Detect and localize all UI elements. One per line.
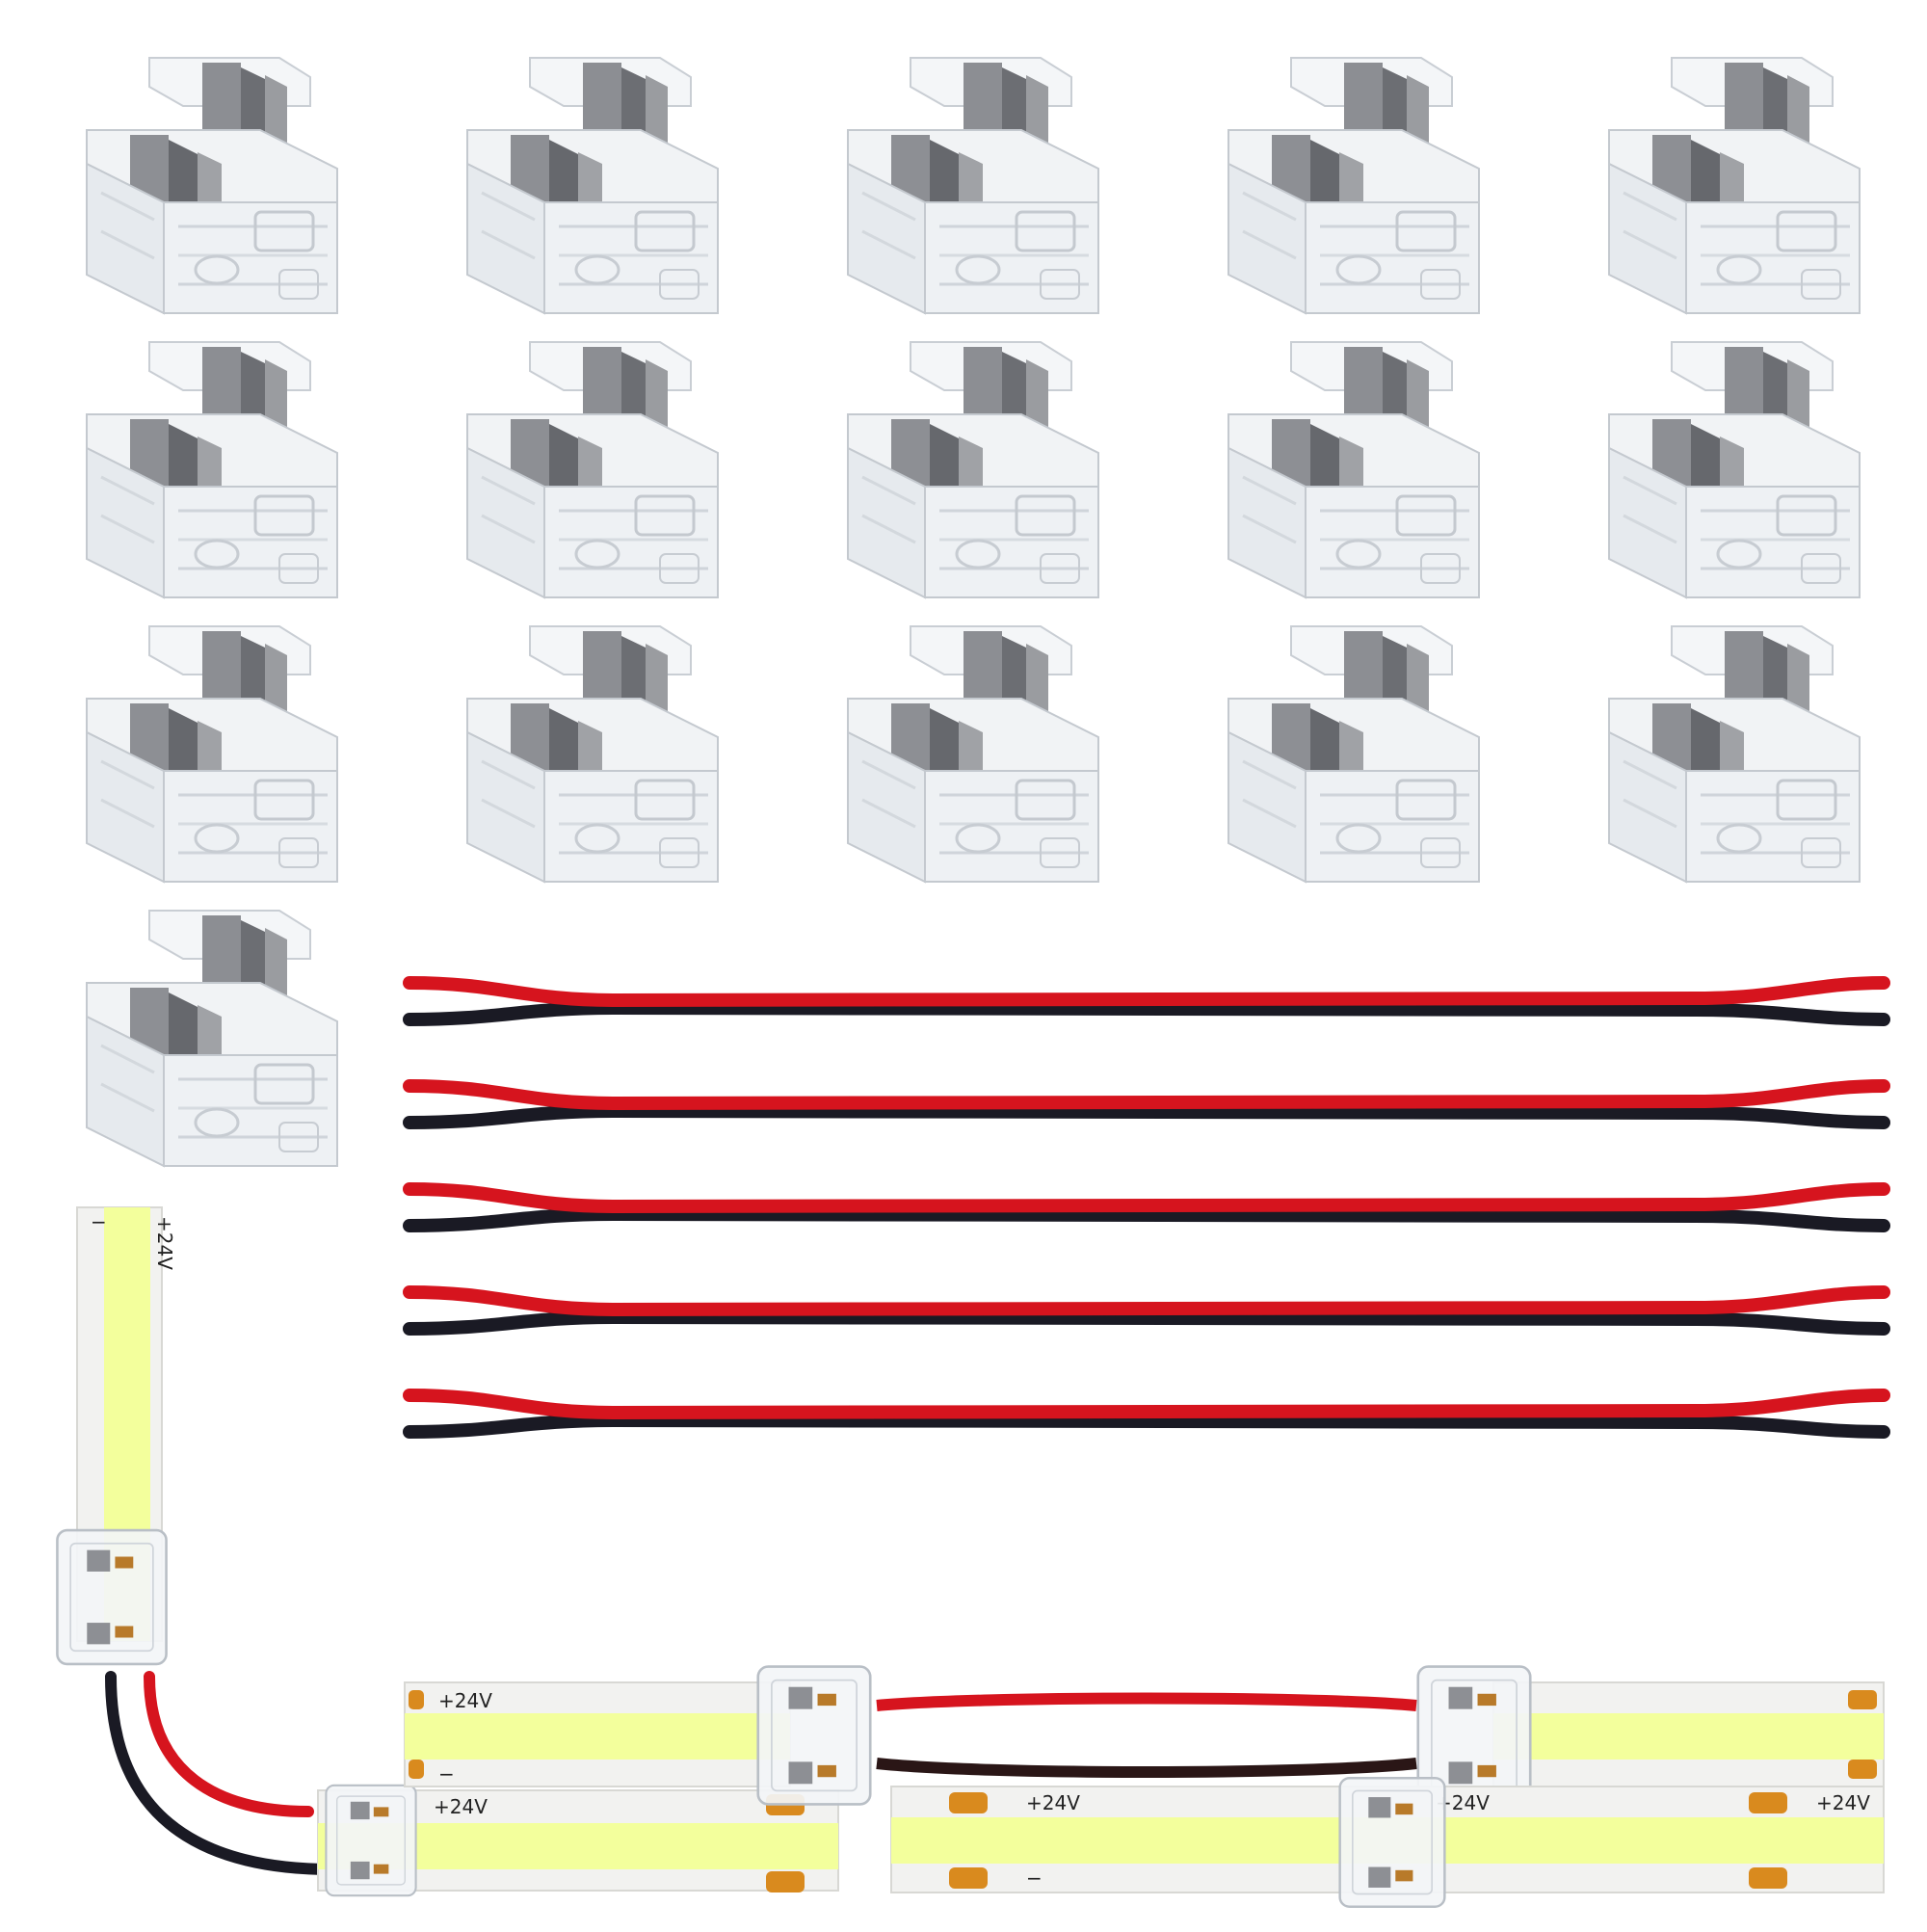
extension-wires xyxy=(403,976,1890,1439)
connector-clip xyxy=(1227,56,1481,315)
wire-negative xyxy=(403,1103,1890,1129)
connector-clip xyxy=(1607,56,1861,315)
wire-positive xyxy=(403,1182,1890,1214)
jumper-left-positive-label: +24V xyxy=(438,1689,492,1712)
extension-wire-pair xyxy=(403,1389,1890,1439)
connector-clip xyxy=(85,56,339,315)
connector-clip xyxy=(1227,340,1481,599)
wire-negative xyxy=(403,1000,1890,1026)
connector-clip xyxy=(846,56,1100,315)
wire-negative xyxy=(403,1310,1890,1336)
wire-positive xyxy=(403,1079,1890,1111)
connector-clip xyxy=(465,624,720,884)
jumper-connector-left xyxy=(756,1664,872,1807)
wire-negative xyxy=(403,1413,1890,1439)
connector-clip xyxy=(1227,624,1481,884)
connector-clip xyxy=(85,340,339,599)
straight-joint-connector xyxy=(1337,1776,1447,1909)
connector-clip xyxy=(846,624,1100,884)
extension-wire-pair xyxy=(403,1079,1890,1129)
connector-clip xyxy=(1607,624,1861,884)
corner-assembly: − +24V +24V xyxy=(56,1206,839,1897)
corner-connector-vertical xyxy=(56,1528,168,1666)
connector-clip xyxy=(846,340,1100,599)
straight-joint-assembly: +24V +24V +24V − xyxy=(890,1776,1885,1909)
connector-clip xyxy=(85,624,339,884)
straight-left-positive-label: +24V xyxy=(1026,1791,1080,1814)
corner-connector-horizontal xyxy=(324,1784,418,1897)
corner-strip-h-positive-label: +24V xyxy=(434,1795,488,1818)
straight-left-negative-label: − xyxy=(1026,1866,1043,1890)
connector-clip xyxy=(465,340,720,599)
jumper-left-negative-label: − xyxy=(438,1762,455,1786)
extension-wire-pair xyxy=(403,976,1890,1026)
corner-strip-positive-label: +24V xyxy=(153,1216,176,1270)
wire-positive xyxy=(403,976,1890,1008)
connector-clip xyxy=(465,56,720,315)
corner-strip-negative-label: − xyxy=(91,1210,107,1233)
wire-positive xyxy=(403,1389,1890,1420)
extension-wire-pair xyxy=(403,1182,1890,1232)
connector-clip xyxy=(85,909,339,1168)
connector-clip xyxy=(1607,340,1861,599)
wire-positive xyxy=(403,1285,1890,1317)
straight-right-positive-label: +24V xyxy=(1816,1791,1870,1814)
jumper-assembly: +24V − xyxy=(404,1664,1885,1807)
extension-wire-pair xyxy=(403,1285,1890,1336)
wire-negative xyxy=(403,1206,1890,1232)
